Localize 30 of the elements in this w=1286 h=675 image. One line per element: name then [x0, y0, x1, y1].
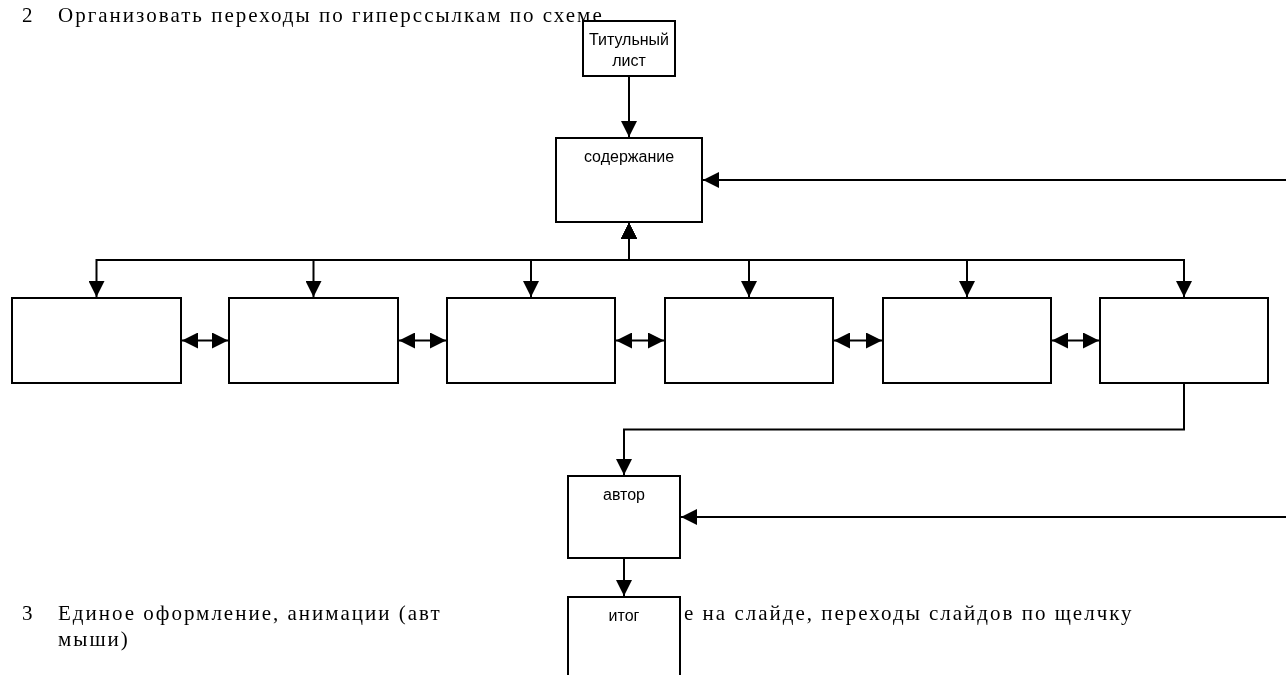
process-box [555, 137, 703, 223]
empty-box [11, 297, 182, 384]
paragraph-text: Единое оформление, анимации (авт [58, 600, 442, 627]
arrow [702, 172, 1286, 188]
empty-box [882, 297, 1052, 384]
arrow [615, 332, 665, 349]
empty-box [664, 297, 834, 384]
arrow [616, 383, 1185, 476]
paragraph-text: мыши) [58, 626, 130, 653]
box-label: содержание [583, 147, 675, 167]
paragraph-text: е на слайде, переходы слайдов по щелчку [684, 600, 1134, 627]
arrow [1051, 332, 1100, 349]
process-box [582, 20, 676, 77]
empty-box [228, 297, 399, 384]
arrow [398, 332, 447, 349]
paragraph-text: 2 [22, 2, 35, 29]
paragraph-text: 3 [22, 600, 35, 627]
arrow [621, 222, 1192, 298]
process-box [567, 596, 681, 675]
arrow [181, 332, 229, 349]
process-box [567, 475, 681, 559]
arrow [616, 558, 632, 597]
empty-box [1099, 297, 1269, 384]
arrow [680, 509, 1286, 525]
arrow [833, 332, 883, 349]
box-label: автор [603, 485, 645, 505]
empty-box [446, 297, 616, 384]
box-label: итог [608, 606, 640, 626]
arrow [621, 76, 637, 138]
box-label: Титульный лист [587, 30, 671, 71]
